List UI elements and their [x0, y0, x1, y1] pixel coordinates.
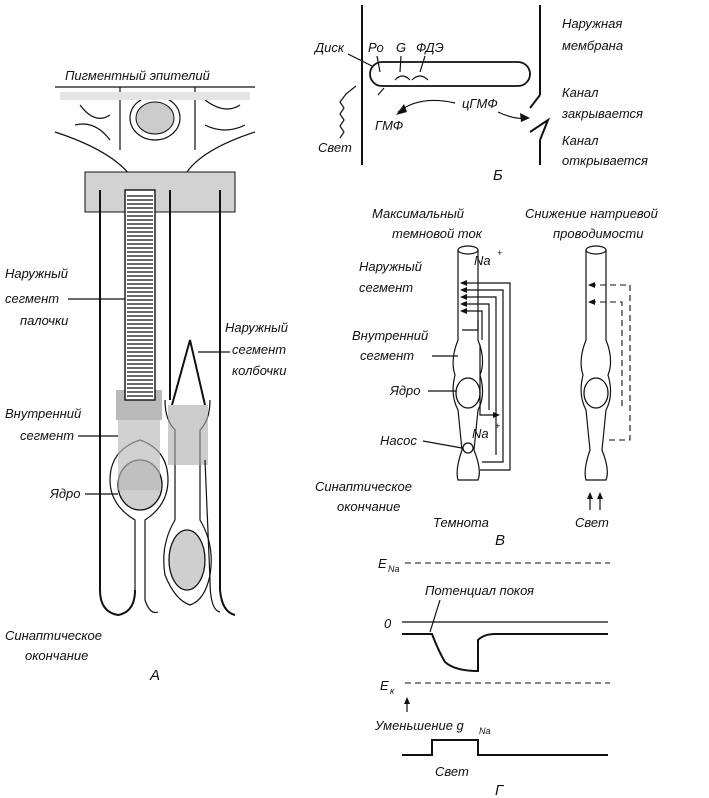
outer-membrane-label-1: Наружная: [562, 16, 622, 31]
e-na-sub: Na: [388, 564, 400, 574]
outer-segment-label-v1: Наружный: [359, 259, 422, 274]
panel-g: E Na Потенциал покоя 0 E к Уменьшение g …: [374, 556, 610, 798]
inner-segment-label-2: сегмент: [20, 428, 74, 443]
granular-band: [84, 171, 236, 213]
panel-a-letter: А: [149, 667, 160, 684]
disc-arrow: [377, 87, 385, 96]
na-ion-top-label: Na: [474, 253, 491, 268]
light-current-dashed: [588, 282, 631, 441]
darkness-label: Темнота: [433, 515, 489, 530]
cone-outer-segment-label-1: Наружный: [225, 320, 288, 335]
channel-closes-label-2: закрывается: [561, 106, 643, 121]
channel-closes-label-1: Канал: [562, 85, 599, 100]
channel-opens-label-1: Канал: [562, 133, 599, 148]
g-decrease-label: Уменьшение g: [374, 718, 465, 733]
cone-nucleus: [168, 529, 206, 591]
light-label-g: Свет: [435, 764, 469, 779]
panel-v: Максимальный темновой ток Снижение натри…: [315, 206, 658, 549]
dark-current-arrows: [460, 280, 511, 471]
rod-cell: [99, 190, 171, 617]
e-k-label: E: [380, 678, 389, 693]
potential-trace: [402, 633, 608, 673]
panel-v-letter: В: [495, 532, 505, 549]
rod-disc-stack: [124, 189, 156, 401]
dark-current-title-2: темновой ток: [392, 226, 483, 241]
disc-capsule: [369, 61, 531, 87]
nucleus-label: Ядро: [49, 486, 81, 501]
channel-open: [529, 117, 551, 141]
light-rod-cell: [580, 245, 612, 481]
cone-outer-segment-label-3: колбочки: [232, 363, 286, 378]
channel-closed: [529, 94, 541, 109]
g-sub: Na: [479, 726, 491, 736]
light-label-v: Свет: [575, 515, 609, 530]
panel-b-letter: Б: [493, 167, 503, 184]
e-na-label: E: [378, 556, 387, 571]
panel-b: Диск Ро G ФДЭ Наружная мембрана Канал за…: [313, 5, 648, 184]
dark-rod-cell: [452, 245, 484, 481]
zero-label: 0: [384, 616, 392, 631]
cgmp-to-gmp-arrow: [397, 99, 456, 113]
cone-outer-segment-label-2: сегмент: [232, 342, 286, 357]
synaptic-ending-label-2: окончание: [25, 648, 88, 663]
pigment-epithelium: [54, 86, 256, 176]
resting-potential-label: Потенциал покоя: [425, 583, 534, 598]
inner-segment-label-v1: Внутренний: [352, 328, 428, 343]
na-ion-bottom-label: Na: [472, 426, 489, 441]
inner-segment-label-1: Внутренний: [5, 406, 81, 421]
outer-segment-label-v2: сегмент: [359, 280, 413, 295]
pde-label: ФДЭ: [416, 40, 444, 55]
cgmp-label: цГМФ: [462, 96, 498, 111]
light-squiggle: [339, 85, 357, 139]
outer-membrane-label-2: мембрана: [562, 38, 623, 53]
synaptic-ending-label-1: Синаптическое: [5, 628, 102, 643]
gmp-label: ГМФ: [375, 118, 403, 133]
rod-outer-segment-label-3: палочки: [20, 313, 68, 328]
rod-outer-segment-label-2: сегмент: [5, 291, 59, 306]
e-k-sub: к: [390, 686, 395, 696]
light-label-b: Свет: [318, 140, 352, 155]
pump-label: Насос: [380, 433, 417, 448]
light-stimulus-trace: [402, 739, 608, 756]
panel-g-letter: Г: [495, 782, 505, 798]
nucleus-label-v: Ядро: [389, 383, 421, 398]
g-protein-label: G: [396, 40, 406, 55]
dark-current-title-1: Максимальный: [372, 206, 464, 221]
inner-segment-label-v2: сегмент: [360, 348, 414, 363]
channel-opens-label-2: открывается: [562, 153, 648, 168]
cone-cell: [163, 190, 236, 616]
panel-a: Пигментный эпителий: [5, 68, 288, 684]
na-plus-top: +: [497, 248, 502, 258]
sodium-decrease-title-2: проводимости: [553, 226, 643, 241]
synaptic-ending-label-v2: окончание: [337, 499, 400, 514]
disc-label: Диск: [313, 40, 345, 55]
rod-outer-segment-label-1: Наружный: [5, 266, 68, 281]
sodium-decrease-title-1: Снижение натриевой: [525, 206, 658, 221]
na-plus-bottom: +: [495, 421, 500, 431]
synaptic-ending-label-v1: Синаптическое: [315, 479, 412, 494]
pigment-epithelium-label: Пигментный эпителий: [65, 68, 210, 83]
rhodopsin-label: Ро: [368, 40, 384, 55]
